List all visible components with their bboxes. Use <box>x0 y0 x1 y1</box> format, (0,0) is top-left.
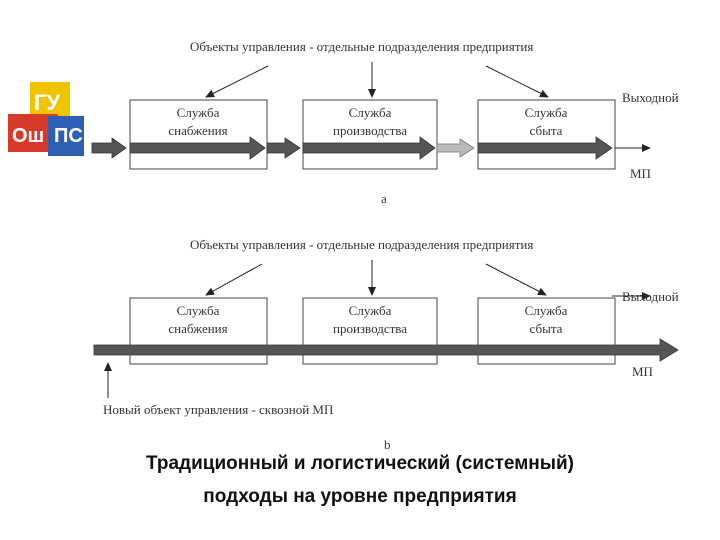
box-sales-line1: Служба <box>525 303 568 318</box>
flow-arrow-segment <box>477 136 613 160</box>
pointer-arrow <box>205 263 263 296</box>
pointer-arrow <box>485 65 549 98</box>
output-label-b: Выходной <box>622 289 679 304</box>
flow-arrow-segment <box>129 136 266 160</box>
pointer-arrow <box>205 65 269 98</box>
caption-line-2: подходы на уровне предприятия <box>203 486 517 507</box>
diagram-a: Объекты управления - отдельные подраздел… <box>91 39 679 206</box>
through-flow-arrow <box>93 338 679 362</box>
box-production-line2: производства <box>333 123 407 138</box>
output-label-a: Выходной <box>622 90 679 105</box>
flow-arrow-segment <box>302 136 436 160</box>
box-supply-line2: снабжения <box>168 321 227 336</box>
flow-arrow-segment <box>91 137 127 159</box>
logo-blue-block <box>48 116 84 156</box>
mp-label-b: МП <box>632 364 653 379</box>
caption-line-1: Традиционный и логистический (системный) <box>145 453 575 474</box>
diagram-a-heading: Объекты управления - отдельные подраздел… <box>190 39 533 54</box>
box-production-line1: Служба <box>349 303 392 318</box>
logo-letters-3: ПС <box>54 125 83 147</box>
box-sales-line2: сбыта <box>530 123 563 138</box>
box-sales <box>477 99 616 170</box>
box-supply-line2: снабжения <box>168 123 227 138</box>
box-sales-line2: сбыта <box>530 321 563 336</box>
box-production-line2: производства <box>333 321 407 336</box>
box-sales-line1: Служба <box>525 105 568 120</box>
diagram-a-letter: a <box>381 191 387 206</box>
diagram-b: Объекты управления - отдельные подраздел… <box>93 237 679 452</box>
logo-letters-2: Ош <box>12 125 44 147</box>
logo-letters-1: ГУ <box>34 90 60 115</box>
pointer-arrow <box>485 263 547 296</box>
university-logo: ГУ Ош ПС <box>8 82 84 156</box>
box-supply-line1: Служба <box>177 303 220 318</box>
new-object-label: Новый объект управления - сквозной МП <box>103 402 333 417</box>
box-production-line1: Служба <box>349 105 392 120</box>
diagram-b-letter: b <box>384 437 391 452</box>
box-supply-line1: Служба <box>177 105 220 120</box>
flow-arrow-segment <box>436 138 475 158</box>
box-production <box>302 99 438 170</box>
box-supply <box>129 99 268 170</box>
diagram-b-heading: Объекты управления - отдельные подраздел… <box>190 237 533 252</box>
mp-label-a: МП <box>630 166 651 181</box>
flow-arrow-segment <box>266 137 301 159</box>
